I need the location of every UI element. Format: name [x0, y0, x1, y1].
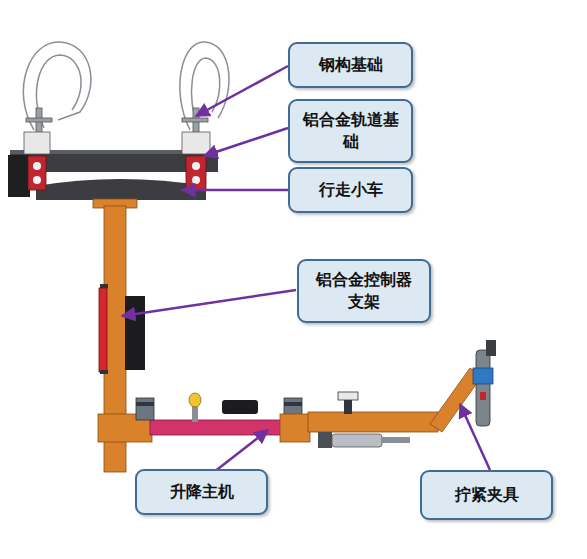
cable-loops [23, 42, 91, 130]
walking-trolley [192, 176, 200, 184]
callout-box: 铝合金轨道基 础 [288, 99, 413, 163]
callout-label: 铝合金轨道基 础 [300, 109, 401, 152]
lifting-host [280, 414, 310, 442]
lifting-host [136, 402, 154, 406]
lifting-host [222, 400, 258, 414]
tightening-arm [486, 340, 496, 356]
walking-trolley [24, 132, 50, 154]
walking-trolley [24, 132, 210, 190]
walking-trolley [182, 132, 210, 154]
lifting-host [150, 420, 290, 435]
controller-bracket [100, 284, 108, 288]
tightening-arm [318, 432, 332, 448]
callout-box: 拧紧夹具 [420, 470, 553, 520]
controller-bracket [99, 288, 107, 372]
walking-trolley [33, 162, 41, 170]
tightening-arm [338, 392, 358, 400]
tightening-arm [473, 368, 493, 384]
tightening-arm [308, 340, 496, 448]
tightening-arm [480, 392, 486, 400]
callout-box: 升降主机 [135, 469, 268, 515]
callout-label: 行走小车 [300, 179, 401, 201]
leader-arrows [214, 430, 268, 472]
tightening-arm [308, 412, 438, 432]
steel-base [26, 118, 52, 122]
callout-box: 行走小车 [288, 167, 413, 213]
callout-label: 铝合金控制器 支架 [309, 269, 419, 312]
leader-arrows [204, 128, 288, 156]
lifting-host [98, 393, 310, 442]
leader-arrows [122, 290, 296, 316]
steel-base [26, 108, 208, 138]
cable-loops [180, 42, 229, 130]
leader-arrows [460, 404, 490, 470]
aluminium-rail [8, 155, 30, 197]
callout-label: 拧紧夹具 [432, 484, 541, 506]
callout-label: 升降主机 [147, 481, 256, 503]
aluminium-rail [36, 179, 206, 200]
callout-box: 铝合金控制器 支架 [297, 259, 431, 323]
controller-bracket [99, 284, 145, 374]
steel-base [182, 118, 208, 122]
leader-arrows [182, 189, 288, 192]
controller-bracket [100, 370, 108, 374]
lifting-host [284, 402, 302, 406]
tightening-arm [382, 437, 410, 443]
walking-trolley [33, 176, 41, 184]
walking-trolley [186, 156, 206, 190]
callout-label: 钢构基础 [300, 54, 401, 76]
cable-loops [37, 55, 81, 128]
lifting-host [189, 393, 201, 407]
callout-box: 钢构基础 [288, 42, 413, 88]
walking-trolley [28, 156, 46, 190]
tightening-arm [332, 434, 382, 447]
leader-arrows [122, 66, 490, 472]
aluminium-rail [8, 150, 218, 200]
walking-trolley [192, 162, 200, 170]
controller-bracket [125, 296, 145, 370]
lifting-host [136, 398, 154, 420]
tightening-arm [344, 400, 352, 414]
tightening-arm [476, 350, 490, 426]
leader-arrows [196, 66, 288, 116]
